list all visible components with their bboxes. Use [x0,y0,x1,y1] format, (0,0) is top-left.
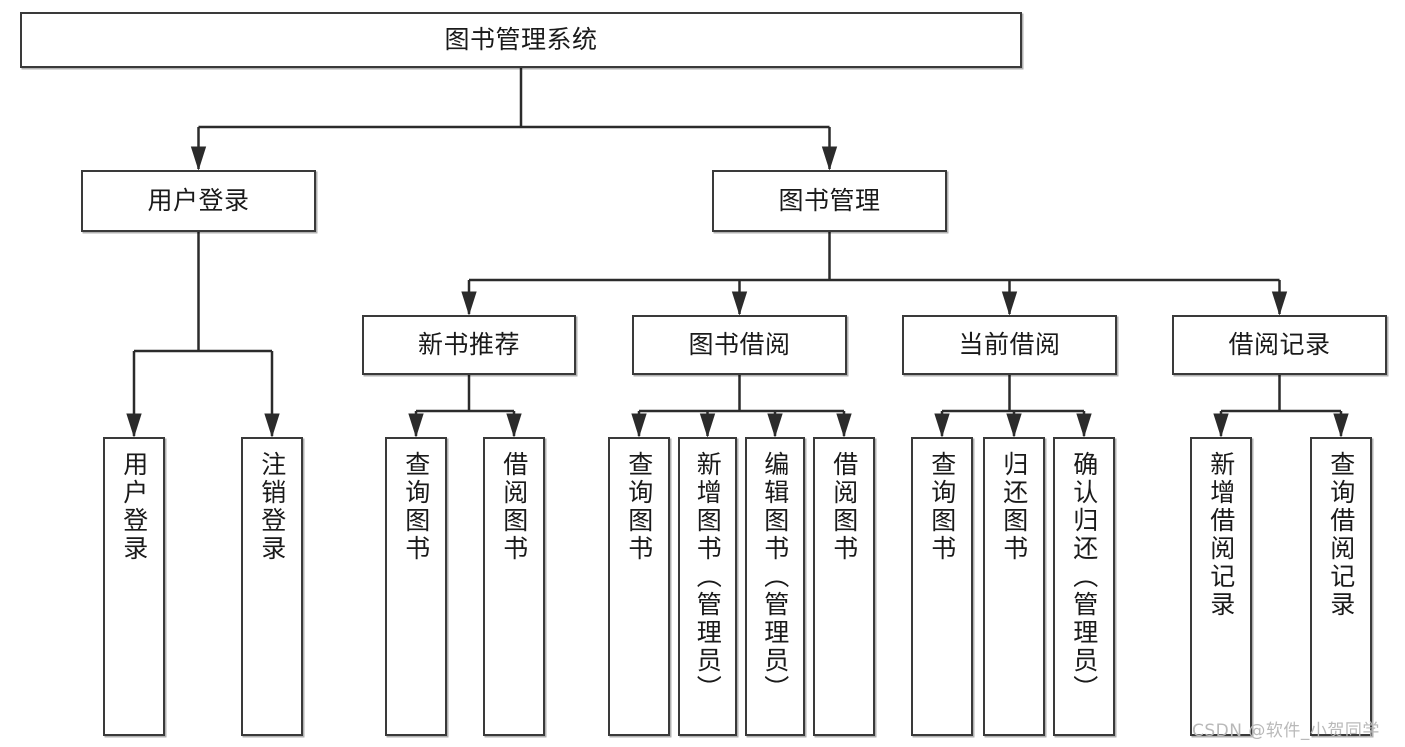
node-label: 确认归还（管理员） [1069,451,1099,703]
node-leaf-edit-book[interactable]: 编辑图书（管理员） [745,437,805,736]
connector-arrowhead [461,291,477,316]
node-label: 查询图书 [927,451,957,563]
node-leaf-return-book[interactable]: 归还图书 [983,437,1045,736]
node-leaf-confirm-return[interactable]: 确认归还（管理员） [1053,437,1115,736]
connector-arrowhead [1001,291,1018,316]
watermark: CSDN @软件_小贺同学 [1192,721,1380,741]
connector-arrowhead [1076,413,1092,438]
node-new-book-recommend[interactable]: 新书推荐 [362,315,576,375]
node-root[interactable]: 图书管理系统 [20,12,1022,68]
node-book-management[interactable]: 图书管理 [712,170,947,232]
connector-arrowhead [631,413,647,438]
connector-arrowhead [821,146,838,171]
connector-arrowhead [126,413,142,438]
connector-arrowhead [1271,291,1288,316]
connector-arrowhead [1006,413,1022,438]
node-label: 编辑图书（管理员） [760,451,790,703]
connector-arrowhead [934,413,950,438]
connector-arrowhead [264,413,280,438]
connector-arrowhead [731,291,748,316]
node-leaf-query-book-1[interactable]: 查询图书 [385,437,447,736]
connector-arrowhead [1333,413,1349,438]
node-label: 注销登录 [257,451,287,563]
node-book-borrow[interactable]: 图书借阅 [632,315,847,375]
connector-arrowhead [767,413,783,438]
node-borrow-record[interactable]: 借阅记录 [1172,315,1387,375]
node-label: 图书借阅 [688,330,791,360]
node-label: 归还图书 [999,451,1029,563]
node-leaf-logout[interactable]: 注销登录 [241,437,303,736]
connector-arrowhead [836,413,852,438]
connector-arrowhead [190,146,207,171]
node-leaf-borrow-book-2[interactable]: 借阅图书 [813,437,875,736]
node-label: 借阅记录 [1228,330,1331,360]
node-label: 查询图书 [401,451,431,563]
node-label: 查询借阅记录 [1326,451,1356,619]
node-label: 新增借阅记录 [1206,451,1236,619]
connector-arrowhead [1213,413,1229,438]
node-leaf-query-book-2[interactable]: 查询图书 [608,437,670,736]
node-label: 当前借阅 [958,330,1061,360]
node-leaf-query-book-3[interactable]: 查询图书 [911,437,973,736]
node-leaf-query-borrow-record[interactable]: 查询借阅记录 [1310,437,1372,736]
node-leaf-user-login[interactable]: 用户登录 [103,437,165,736]
node-label: 新增图书（管理员） [693,451,723,703]
node-user-login[interactable]: 用户登录 [81,170,316,232]
node-label: 图书管理系统 [444,25,598,55]
node-label: 借阅图书 [499,451,529,563]
connector-arrowhead [408,413,424,438]
connector-arrowhead [699,413,716,438]
node-label: 用户登录 [119,451,149,563]
node-leaf-add-borrow-record[interactable]: 新增借阅记录 [1190,437,1252,736]
node-leaf-add-book[interactable]: 新增图书（管理员） [678,437,737,736]
node-label: 用户登录 [147,186,250,216]
node-label: 新书推荐 [417,330,520,360]
node-label: 查询图书 [624,451,654,563]
connector-arrowhead [506,413,522,438]
node-label: 图书管理 [778,186,881,216]
node-leaf-borrow-book-1[interactable]: 借阅图书 [483,437,545,736]
node-current-borrow[interactable]: 当前借阅 [902,315,1117,375]
node-label: 借阅图书 [829,451,859,563]
